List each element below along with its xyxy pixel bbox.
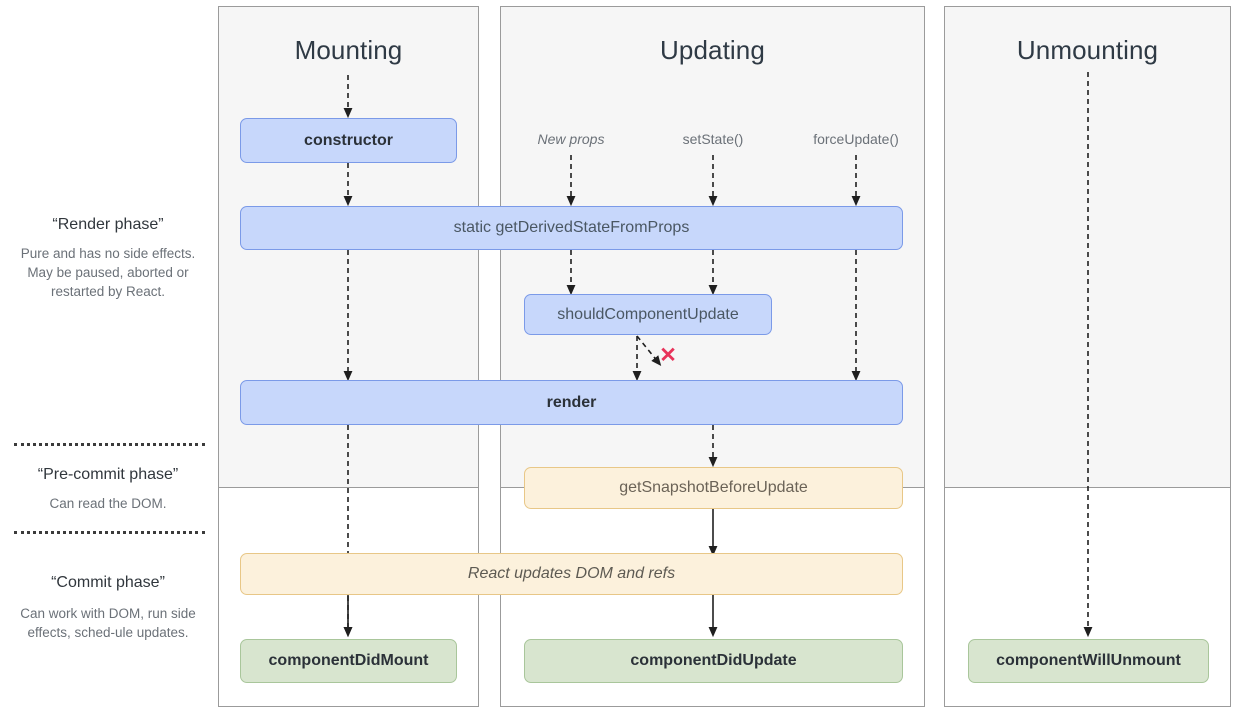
legend-body-render-phase: Pure and has no side effects. May be pau… bbox=[20, 246, 196, 299]
legend-title-pre-commit-phase: “Pre-commit phase” bbox=[37, 466, 179, 483]
legend-body-pre-commit-phase: Can read the DOM. bbox=[49, 496, 167, 511]
should-component-update-reject-icon: ✕ bbox=[659, 344, 677, 367]
column-panel-mounting: Mounting bbox=[218, 6, 479, 707]
render-phase-region-unmounting bbox=[945, 7, 1230, 488]
column-title-mounting: Mounting bbox=[294, 35, 403, 65]
trigger-label-force-update: forceUpdate() bbox=[813, 131, 899, 147]
phase-divider-bottom bbox=[14, 531, 205, 534]
column-title-updating: Updating bbox=[660, 35, 765, 65]
lifecycle-box-get-derived-state-from-props[interactable]: static getDerivedStateFromProps bbox=[240, 206, 903, 250]
lifecycle-box-get-snapshot-before-update[interactable]: getSnapshotBeforeUpdate bbox=[524, 467, 903, 509]
legend-title-render-phase: “Render phase” bbox=[52, 216, 164, 233]
trigger-label-set-state: setState() bbox=[682, 131, 744, 147]
lifecycle-box-component-will-unmount[interactable]: componentWillUnmount bbox=[968, 639, 1209, 683]
lifecycle-box-component-did-mount[interactable]: componentDidMount bbox=[240, 639, 457, 683]
column-panel-unmounting: Unmounting bbox=[944, 6, 1231, 707]
lifecycle-box-react-updates-dom-and-refs: React updates DOM and refs bbox=[240, 553, 903, 595]
lifecycle-box-component-did-update[interactable]: componentDidUpdate bbox=[524, 639, 903, 683]
lifecycle-box-constructor[interactable]: constructor bbox=[240, 118, 457, 163]
lifecycle-box-should-component-update[interactable]: shouldComponentUpdate bbox=[524, 294, 772, 335]
column-panel-updating: Updating bbox=[500, 6, 925, 707]
legend-body-commit-phase: Can work with DOM, run side effects, sch… bbox=[20, 606, 196, 640]
lifecycle-box-render[interactable]: render bbox=[240, 380, 903, 425]
column-title-unmounting: Unmounting bbox=[1016, 35, 1159, 65]
phase-divider-top bbox=[14, 443, 205, 446]
trigger-label-new-props: New props bbox=[537, 131, 605, 147]
legend-title-commit-phase: “Commit phase” bbox=[51, 574, 165, 591]
